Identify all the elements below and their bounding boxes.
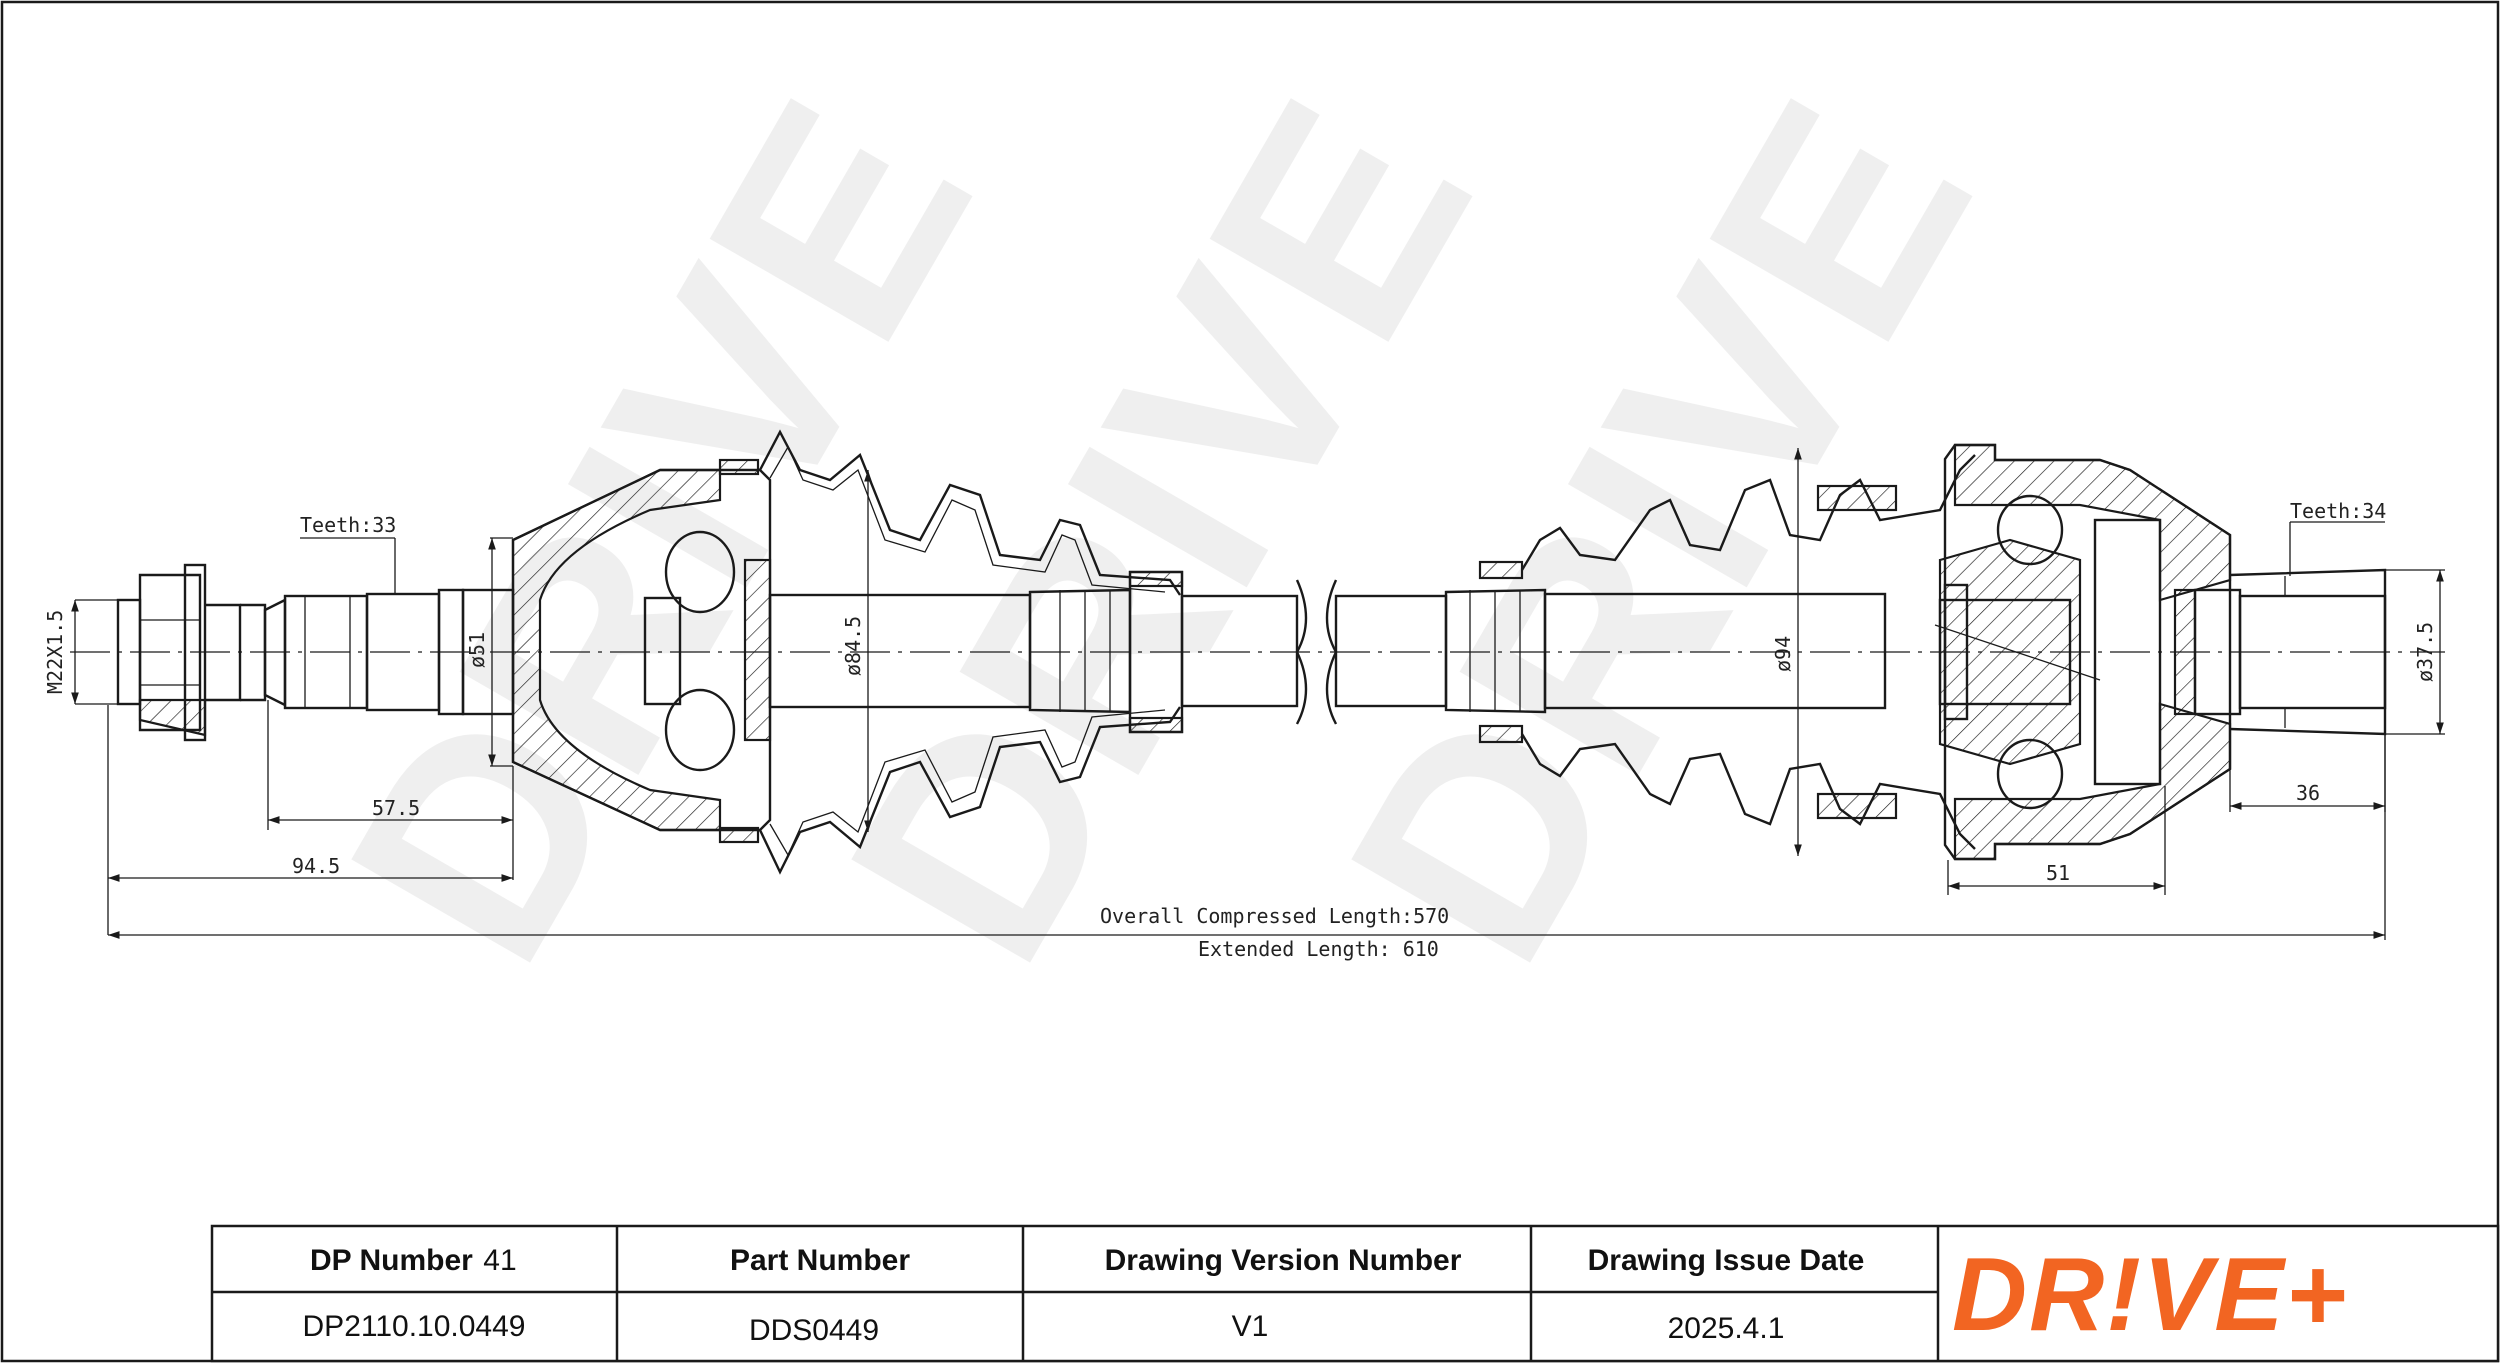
dp-number-value: DP2110.10.0449 <box>303 1310 526 1343</box>
dimensions: Teeth:33 M22X1.5 ø51 ø84.5 ø94 Teeth:34 … <box>43 448 2445 961</box>
driveshaft-drawing <box>70 429 2445 875</box>
dim-57-5-label: 57.5 <box>372 796 420 820</box>
dia-94-label: ø94 <box>1771 636 1795 672</box>
dim-36-label: 36 <box>2296 781 2320 805</box>
inner-cv-joint <box>1934 443 2232 861</box>
title-block: DP Number 41 DP2110.10.0449 Part Number … <box>210 1224 2500 1363</box>
dim-94-5-label: 94.5 <box>292 854 340 878</box>
version-value: V1 <box>1232 1310 1269 1343</box>
dp-number-label: DP Number <box>310 1244 473 1277</box>
dp-number-suffix: 41 <box>483 1244 516 1277</box>
teeth-left-label: Teeth:33 <box>300 513 396 537</box>
dp-number-header: DP Number 41 <box>310 1244 517 1277</box>
axle-nut <box>116 563 207 742</box>
outer-cv-joint <box>511 468 772 832</box>
issue-date-value: 2025.4.1 <box>1668 1312 1785 1345</box>
dim-51-label: 51 <box>2046 861 2070 885</box>
part-number-header: Part Number <box>730 1244 910 1277</box>
dia-84-5-label: ø84.5 <box>841 616 865 676</box>
overall-length-label: Overall Compressed Length:570 <box>1100 904 1449 928</box>
thread-label: M22X1.5 <box>43 610 67 694</box>
dia-51-label: ø51 <box>465 632 489 668</box>
drive-logo-text: DR!VE+ <box>1952 1237 2348 1353</box>
inner-boot <box>1478 454 1976 850</box>
teeth-right-label: Teeth:34 <box>2290 499 2386 523</box>
version-header: Drawing Version Number <box>1105 1244 1462 1277</box>
drive-logo: DR!VE+ <box>1952 1237 2348 1353</box>
issue-date-header: Drawing Issue Date <box>1588 1244 1865 1277</box>
part-number-value: DDS0449 <box>749 1314 879 1347</box>
dia-37-5-label: ø37.5 <box>2413 622 2437 682</box>
intermediate-shaft <box>768 579 1887 725</box>
right-stub-shaft <box>2193 568 2387 736</box>
extended-length-label: Extended Length: 610 <box>1198 937 1439 961</box>
